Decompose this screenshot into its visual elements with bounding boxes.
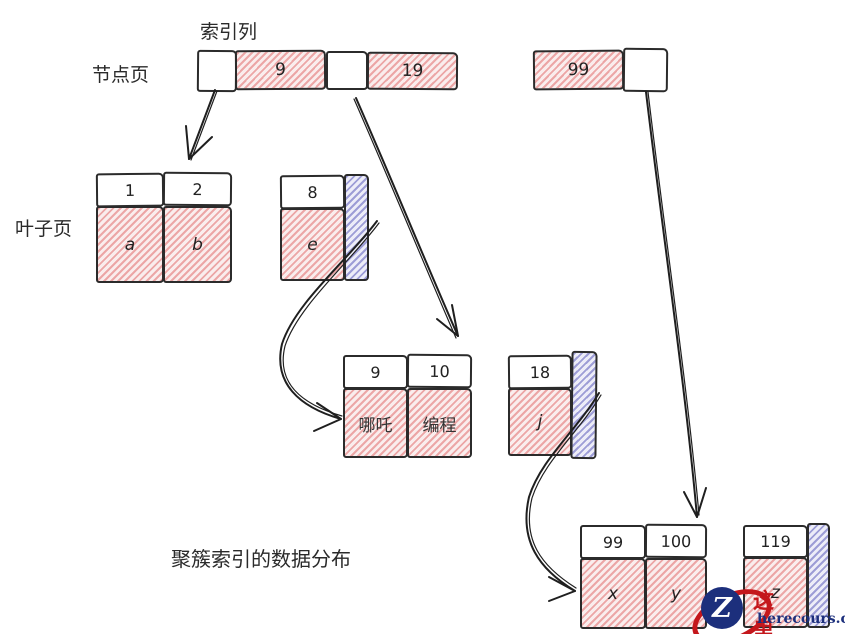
index-column-label: 索引列	[200, 21, 258, 43]
leaf-value-cell: b	[163, 206, 232, 283]
watermark-site-url: herecours.com	[757, 611, 845, 627]
leaf-value-cell: z	[743, 557, 808, 628]
leaf-key-header: 100	[644, 523, 708, 559]
leaf-page-18: 18 j	[507, 350, 598, 461]
node-pointer-cell	[326, 51, 368, 90]
leaf-key-header: 119	[743, 525, 808, 558]
leaf-key-header: 10	[406, 353, 473, 389]
leaf-value-cell: j	[508, 388, 572, 456]
leaf-key-header: 2	[162, 171, 233, 207]
leaf-value-cell: e	[280, 208, 345, 281]
leaf-key-header: 18	[507, 354, 573, 390]
node-pointer-cell	[622, 47, 669, 93]
next-page-pointer-strip	[344, 174, 369, 281]
arrow-node-to-leaf-99-100	[645, 91, 707, 518]
leaf-value-cell: x	[580, 558, 646, 629]
leaf-key-header: 8	[279, 174, 346, 210]
node-key-cell: 9	[234, 49, 327, 91]
node-page-label: 节点页	[92, 64, 150, 86]
watermark-logo-letter: Z	[712, 592, 732, 624]
leaf-value-cell: a	[96, 206, 164, 283]
next-page-pointer-strip	[807, 523, 830, 628]
leaf-page-1-2: 1 2 a b	[95, 171, 233, 283]
arrow-node-to-leaf-1-2	[185, 89, 218, 161]
leaf-value-cell: 编程	[407, 388, 472, 458]
leaf-value-cell: y	[645, 558, 707, 629]
leaf-page-99-100: 99 100 x y	[580, 523, 708, 629]
leaf-key-header: 99	[580, 525, 646, 559]
node-key-cell: 99	[532, 49, 625, 91]
next-page-pointer-strip	[570, 350, 598, 460]
node-key-cell: 19	[366, 51, 459, 91]
leaf-page-label: 叶子页	[15, 218, 73, 240]
node-pointer-cell	[196, 49, 238, 93]
watermark-site-name: 这里教程网	[753, 589, 775, 634]
leaf-value-cell: 哪吒	[343, 388, 408, 458]
leaf-page-9-10: 9 10 哪吒 编程	[343, 353, 473, 458]
leaf-page-8: 8 e	[279, 174, 370, 282]
leaf-key-header: 9	[343, 355, 408, 389]
leaf-page-119: 119 z	[743, 523, 831, 629]
leaf-key-header: 1	[95, 172, 165, 208]
watermark-logo: Z	[701, 587, 743, 629]
caption-label: 聚簇索引的数据分布	[171, 547, 351, 571]
